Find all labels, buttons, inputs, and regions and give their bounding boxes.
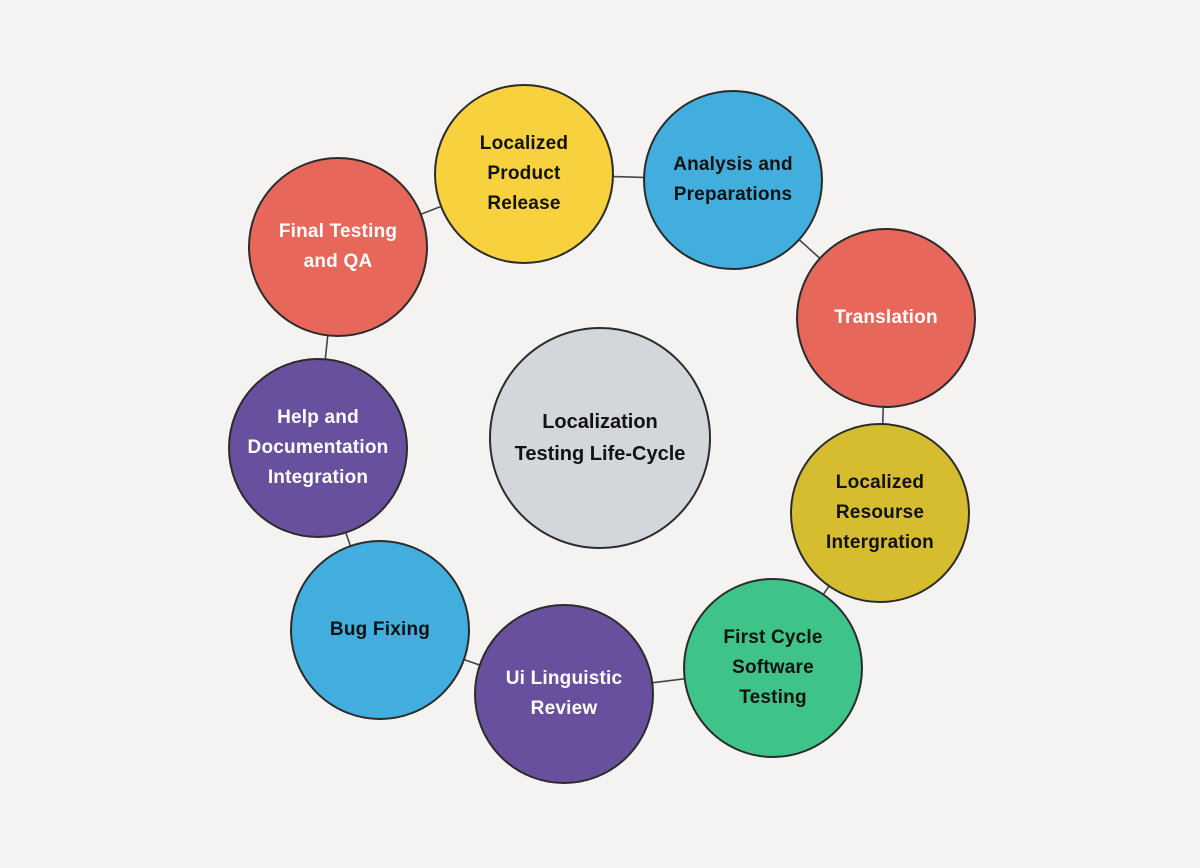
node-translation: Translation <box>796 228 976 408</box>
node-label: Localized Product Release <box>479 132 569 214</box>
node-analysis-and-preparations: Analysis and Preparations <box>643 90 823 270</box>
node-first-cycle-software-testing: First Cycle Software Testing <box>683 578 863 758</box>
node-final-testing-and-qa: Final Testing and QA <box>248 157 428 337</box>
node-label: Translation <box>834 306 938 328</box>
center-node-label: Localization Testing Life-Cycle <box>514 411 686 465</box>
node-bug-fixing: Bug Fixing <box>290 540 470 720</box>
node-localized-resourse-intergration: Localized Resourse Intergration <box>790 423 970 603</box>
center-node-localization-testing-life-cycle: Localization Testing Life-Cycle <box>489 327 711 549</box>
node-label: First Cycle Software Testing <box>723 626 823 708</box>
node-label: Ui Linguistic Review <box>505 667 623 719</box>
node-ui-linguistic-review: Ui Linguistic Review <box>474 604 654 784</box>
node-label: Localized Resourse Intergration <box>826 471 934 553</box>
node-label: Final Testing and QA <box>278 220 398 272</box>
node-label: Analysis and Preparations <box>673 153 793 205</box>
node-label: Help and Documentation Integration <box>247 406 389 488</box>
node-label: Bug Fixing <box>329 618 431 640</box>
node-localized-product-release: Localized Product Release <box>434 84 614 264</box>
node-help-and-documentation-integration: Help and Documentation Integration <box>228 358 408 538</box>
